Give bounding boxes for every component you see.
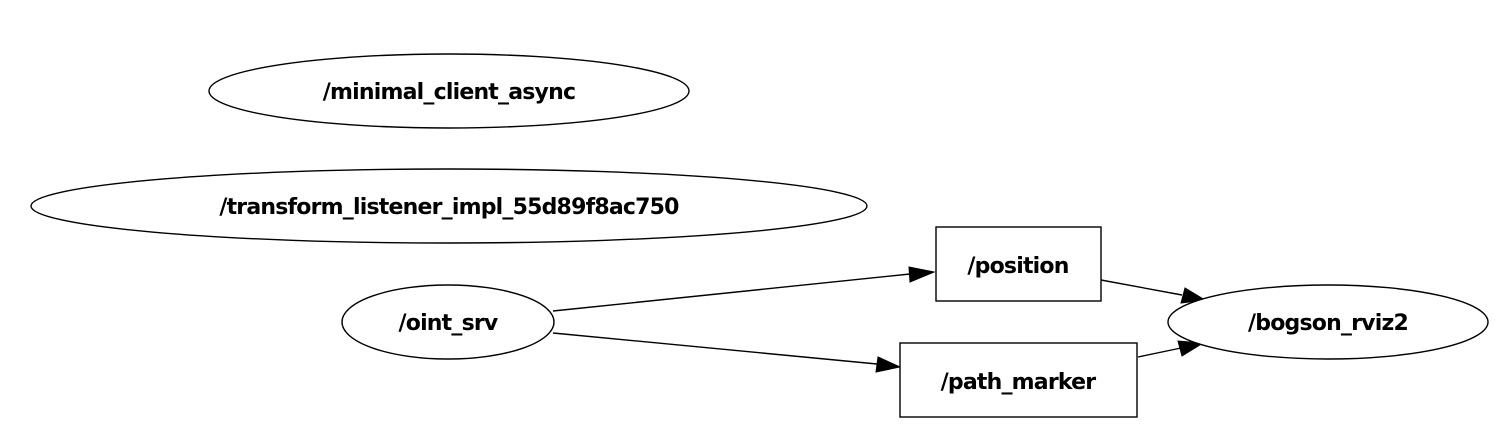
edge-position-to-bogson-rviz2 — [1100, 279, 1207, 304]
node-oint-srv[interactable]: /oint_srv — [341, 284, 555, 360]
node-path-marker[interactable]: /path_marker — [899, 342, 1138, 418]
node-label-path-marker: /path_marker — [941, 370, 1097, 395]
node-label-transform-listener: /transform_listener_impl_55d89f8ac750 — [219, 195, 679, 220]
node-label-bogson-rviz2: /bogson_rviz2 — [1248, 311, 1408, 336]
edge-oint-srv-to-path-marker — [552, 332, 902, 373]
node-minimal-client-async[interactable]: /minimal_client_async — [208, 53, 690, 129]
edge-path-marker-to-bogson-rviz2 — [1137, 340, 1205, 358]
node-bogson-rviz2[interactable]: /bogson_rviz2 — [1167, 284, 1489, 360]
node-label-minimal-client-async: /minimal_client_async — [323, 80, 575, 105]
node-position[interactable]: /position — [935, 226, 1102, 302]
node-label-oint-srv: /oint_srv — [399, 311, 499, 336]
edge-oint-srv-to-position — [552, 266, 936, 312]
node-transform-listener[interactable]: /transform_listener_impl_55d89f8ac750 — [30, 168, 868, 244]
node-label-position: /position — [967, 254, 1068, 279]
